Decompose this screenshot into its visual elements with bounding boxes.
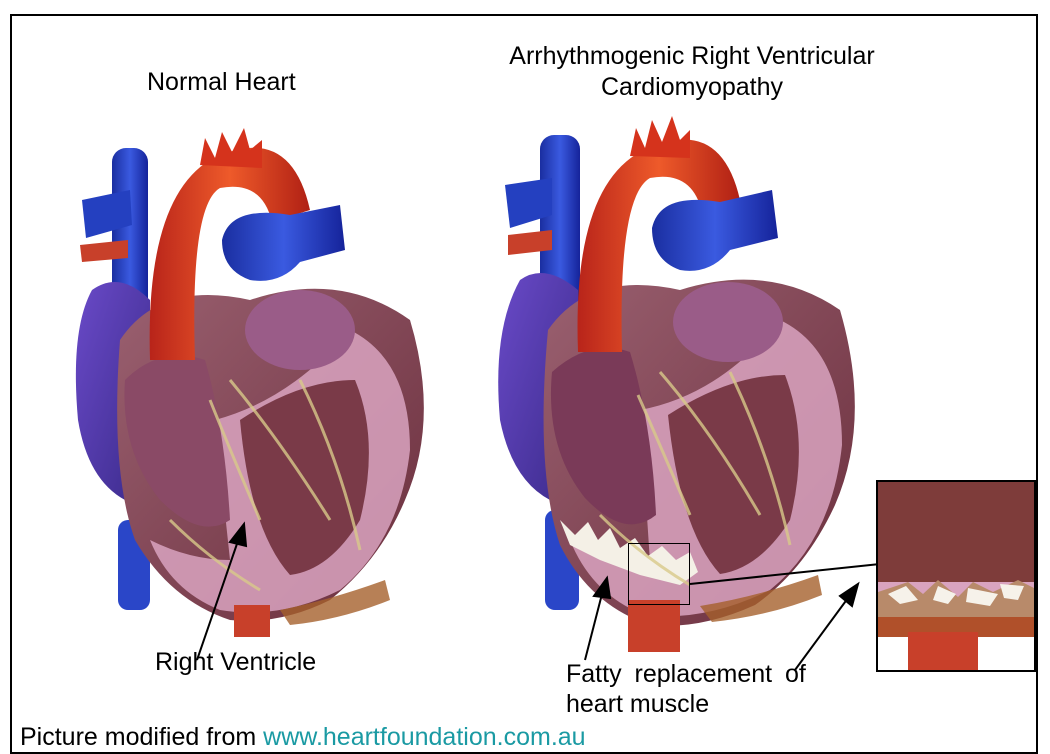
credit-prefix: Picture modified from xyxy=(20,723,256,751)
descending-aorta xyxy=(628,600,680,652)
aortic-branches xyxy=(200,128,262,168)
credit-link[interactable]: www.heartfoundation.com.au xyxy=(263,723,585,751)
descending-aorta xyxy=(234,605,270,637)
left-atrium xyxy=(673,282,783,362)
arrow-fatty-1 xyxy=(585,594,602,660)
arrowhead-fatty-2 xyxy=(840,584,858,606)
zoom-region-box xyxy=(628,543,690,605)
fatty-replacement-line1: Fatty replacement of xyxy=(566,659,806,689)
arvc-title-line2: Cardiomyopathy xyxy=(462,72,922,102)
normal-heart-title: Normal Heart xyxy=(147,67,296,97)
magnified-inset xyxy=(876,480,1036,672)
fatty-replacement-line2: heart muscle xyxy=(566,689,709,719)
right-ventricle-label: Right Ventricle xyxy=(155,647,316,677)
aortic-branches xyxy=(630,116,690,158)
pulmonary-artery xyxy=(222,205,345,281)
left-atrium xyxy=(245,290,355,370)
inset-illustration xyxy=(878,482,1036,672)
credit-line: Picture modified from www.heartfoundatio… xyxy=(20,722,586,752)
normal-heart-illustration xyxy=(76,128,424,637)
arvc-title-line1: Arrhythmogenic Right Ventricular xyxy=(462,41,922,71)
pulmonary-artery xyxy=(652,190,778,271)
